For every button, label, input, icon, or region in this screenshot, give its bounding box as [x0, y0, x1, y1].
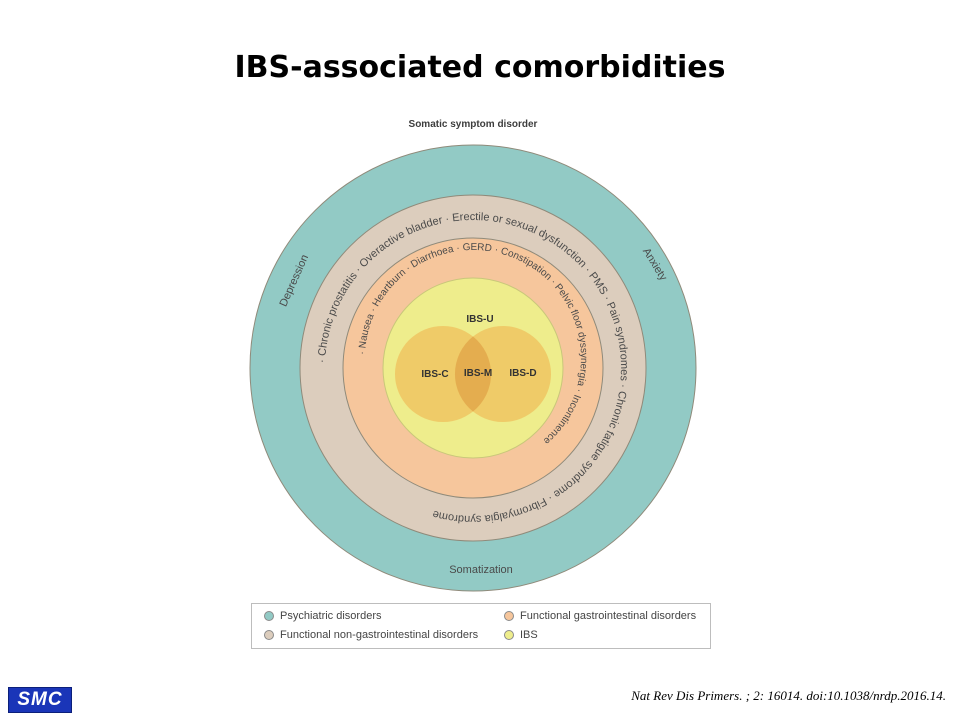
legend-label-ibs: IBS — [520, 629, 538, 641]
legend-item-ibs: IBS — [504, 629, 538, 641]
legend-item-functional-gi: Functional gastrointestinal disorders — [504, 610, 696, 622]
label-ibs-d: IBS-D — [509, 368, 536, 379]
smc-logo-text: SMC — [17, 689, 63, 710]
label-ibs-c: IBS-C — [421, 369, 448, 380]
label-somatization: Somatization — [449, 564, 513, 576]
somatic-symptom-label: Somatic symptom disorder — [409, 119, 538, 130]
legend-label-functional-gi: Functional gastrointestinal disorders — [520, 610, 697, 622]
citation: Nat Rev Dis Primers. ; 2: 16014. doi:10.… — [631, 688, 946, 703]
comorbidity-ring-diagram: Somatic symptom disorder Depression Anxi… — [240, 110, 697, 592]
label-ibs-m: IBS-M — [464, 368, 492, 379]
slide-title: IBS-associated comorbidities — [234, 50, 726, 85]
legend: Psychiatric disorders Functional gastroi… — [251, 603, 711, 649]
legend-swatch-psychiatric — [264, 611, 274, 621]
legend-item-functional-non-gi: Functional non-gastrointestinal disorder… — [264, 629, 478, 641]
label-ibs-u: IBS-U — [466, 314, 493, 325]
legend-swatch-functional-gi — [504, 611, 514, 621]
legend-swatch-functional-non-gi — [264, 630, 274, 640]
smc-logo: SMC — [8, 687, 72, 713]
legend-label-functional-non-gi: Functional non-gastrointestinal disorder… — [280, 629, 479, 641]
legend-item-psychiatric: Psychiatric disorders — [264, 610, 381, 622]
legend-swatch-ibs — [504, 630, 514, 640]
venn-ibs-m-overlap — [454, 336, 492, 412]
legend-label-psychiatric: Psychiatric disorders — [280, 610, 382, 622]
